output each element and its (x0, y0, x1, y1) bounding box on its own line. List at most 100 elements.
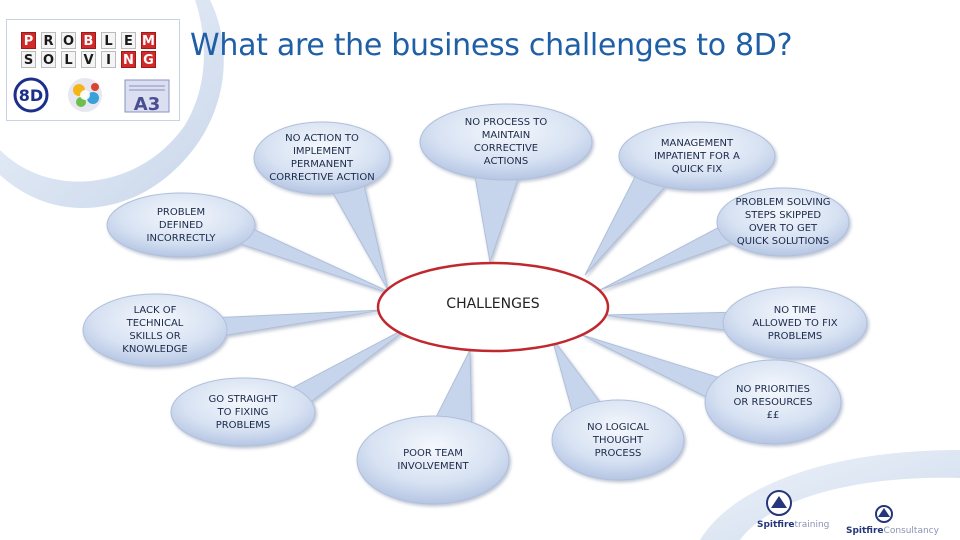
callout-line: QUICK SOLUTIONS (736, 236, 830, 247)
callout-label-no-action: NO ACTION TO IMPLEMENT PERMANENT CORRECTIVE… (258, 132, 386, 184)
spitfire-consultancy-emblem (875, 505, 893, 523)
callout-no-priorities (581, 334, 842, 445)
callout-line: MANAGEMENT (660, 137, 734, 149)
center-challenges-ellipse (376, 261, 610, 353)
callout-bubble (106, 192, 256, 258)
callout-line: ALLOWED TO FIX (752, 317, 838, 329)
callout-problem-defined (106, 192, 399, 297)
callout-line: PROBLEMS (767, 330, 823, 342)
callout-line: MAINTAIN (481, 130, 531, 141)
callout-line: ACTIONS (483, 156, 529, 167)
footer-brand-consultancy: SpitfireConsultancy (846, 526, 939, 536)
callout-line: INCORRECTLY (146, 232, 216, 244)
callout-line: IMPLEMENT (292, 146, 352, 157)
footer-brand-consultancy-suffix: Consultancy (883, 526, 939, 536)
callout-line: NO LOGICAL (587, 421, 649, 433)
callout-line: LACK OF (133, 305, 177, 316)
callout-line: CORRECTIVE (473, 143, 539, 154)
callout-line: QUICK FIX (671, 163, 723, 175)
callout-line: ££ (766, 409, 780, 421)
callout-line: PROBLEMS (215, 419, 271, 431)
logo-letter-tile: O (61, 32, 76, 49)
callout-no-action (253, 121, 391, 291)
callout-management (584, 121, 776, 276)
logo-letter-tile: N (121, 51, 136, 68)
spitfire-training-emblem (766, 490, 792, 516)
callout-bubble (82, 293, 228, 367)
callout-steps-skipped (599, 187, 850, 291)
logo-letter-tile: V (81, 51, 96, 68)
callout-line: OVER TO GET (748, 223, 818, 234)
logo-letter-tile: I (101, 51, 116, 68)
logo-letter-tile: L (61, 51, 76, 68)
callout-line: PROCESS (594, 447, 642, 459)
callout-line: NO PRIORITIES (736, 383, 810, 395)
callout-label-no-process: NO PROCESS TO MAINTAIN CORRECTIVE ACTIONS (424, 116, 588, 168)
callout-line: STEPS SKIPPED (744, 210, 822, 221)
callout-go-straight (170, 324, 413, 447)
logo-letter-tile: S (21, 51, 36, 68)
callout-line: OR RESOURCES (733, 396, 813, 408)
callout-line: DEFINED (158, 219, 204, 231)
callout-bubble (419, 103, 593, 181)
callout-line: IMPATIENT FOR A (654, 150, 740, 162)
callout-label-poor-team: POOR TEAM INVOLVEMENT (361, 447, 505, 473)
callout-pointer (581, 334, 728, 403)
callout-label-steps-skipped: PROBLEM SOLVING STEPS SKIPPED OVER TO GET Q… (721, 196, 845, 248)
callout-bubble (618, 121, 776, 191)
callout-line: TO FIXING (217, 406, 269, 418)
footer-brand-training-suffix: training (794, 520, 830, 530)
callout-bubble (356, 415, 510, 505)
callout-no-logical (551, 337, 685, 481)
footer-brand-training-name: Spitfire (757, 520, 795, 530)
svg-text:8D: 8D (19, 86, 43, 105)
callout-line: NO ACTION TO (285, 133, 359, 144)
callout-bubble (704, 359, 842, 445)
callout-poor-team (356, 349, 510, 505)
callout-no-process (419, 103, 593, 263)
callout-line: PROBLEM SOLVING (735, 197, 831, 208)
footer-brand-training: Spitfiretraining (757, 520, 829, 530)
callout-line: PROBLEM (156, 206, 206, 218)
logo-letter-tile: E (121, 32, 136, 49)
callout-label-lack-technical: LACK OF TECHNICAL SKILLS OR KNOWLEDGE (87, 304, 223, 356)
callout-bubble (551, 399, 685, 481)
svg-text:A3: A3 (134, 94, 160, 115)
callout-lack-technical (82, 293, 384, 367)
callout-line: POOR TEAM (403, 448, 463, 459)
callout-bubble (716, 187, 850, 257)
slide-title: What are the business challenges to 8D? (190, 28, 793, 63)
callout-line: SKILLS OR (129, 331, 181, 342)
callout-line: KNOWLEDGE (122, 344, 188, 355)
logo-letter-tile: B (81, 32, 96, 49)
callout-pointer (210, 309, 384, 338)
callout-line: INVOLVEMENT (397, 461, 469, 472)
footer-brand-consultancy-name: Spitfire (846, 526, 884, 536)
logo-letter-tile: M (141, 32, 156, 49)
callout-line: GO STRAIGHT (208, 393, 278, 405)
callout-line: THOUGHT (592, 434, 644, 446)
callout-line: PERMANENT (290, 159, 354, 170)
callout-bubble (253, 121, 391, 195)
callout-line: NO TIME (773, 304, 817, 316)
callout-line: NO PROCESS TO (464, 117, 548, 128)
callout-bubble (722, 286, 868, 360)
callout-line: CORRECTIVE ACTION (269, 172, 375, 183)
callout-pointer (473, 170, 521, 263)
logo-letter-tile: P (21, 32, 36, 49)
logo-letter-tile: R (41, 32, 56, 49)
callout-pointer (601, 311, 739, 332)
callout-line: TECHNICAL (126, 318, 184, 329)
center-label: CHALLENGES (446, 296, 540, 312)
logo-badges: 8D A3 (13, 77, 170, 115)
callout-no-time (601, 286, 868, 360)
callout-bubble (170, 377, 316, 447)
